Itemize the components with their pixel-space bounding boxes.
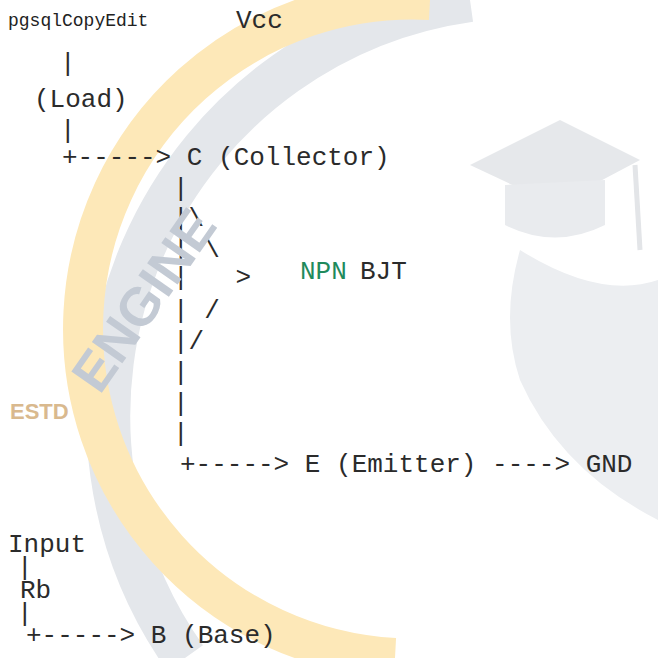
watermark-text: ESTD [10,401,69,423]
supply-label: Vcc [236,8,283,34]
type-keyword: NPN [300,259,347,285]
transistor-char: | [173,360,189,386]
header-text: pgsqlCopyEdit [8,12,148,30]
wire-char: | [60,118,76,144]
watermark-cap-base [505,180,605,238]
emitter-line: +-----> E (Emitter) ----> GND [180,452,632,478]
transistor-char: | [173,391,189,417]
transistor-char: | [173,176,189,202]
type-label: BJT [360,259,407,285]
base-line: +-----> B (Base) [26,623,276,649]
watermark-figure [510,250,658,520]
transistor-char: | [173,421,189,447]
wire-char: | [60,51,76,77]
load-label: (Load) [34,87,128,113]
watermark-tassel [635,165,640,250]
transistor-char: |/ [173,329,204,355]
collector-line: +-----> C (Collector) [62,145,390,171]
transistor-char: | / [173,298,220,324]
